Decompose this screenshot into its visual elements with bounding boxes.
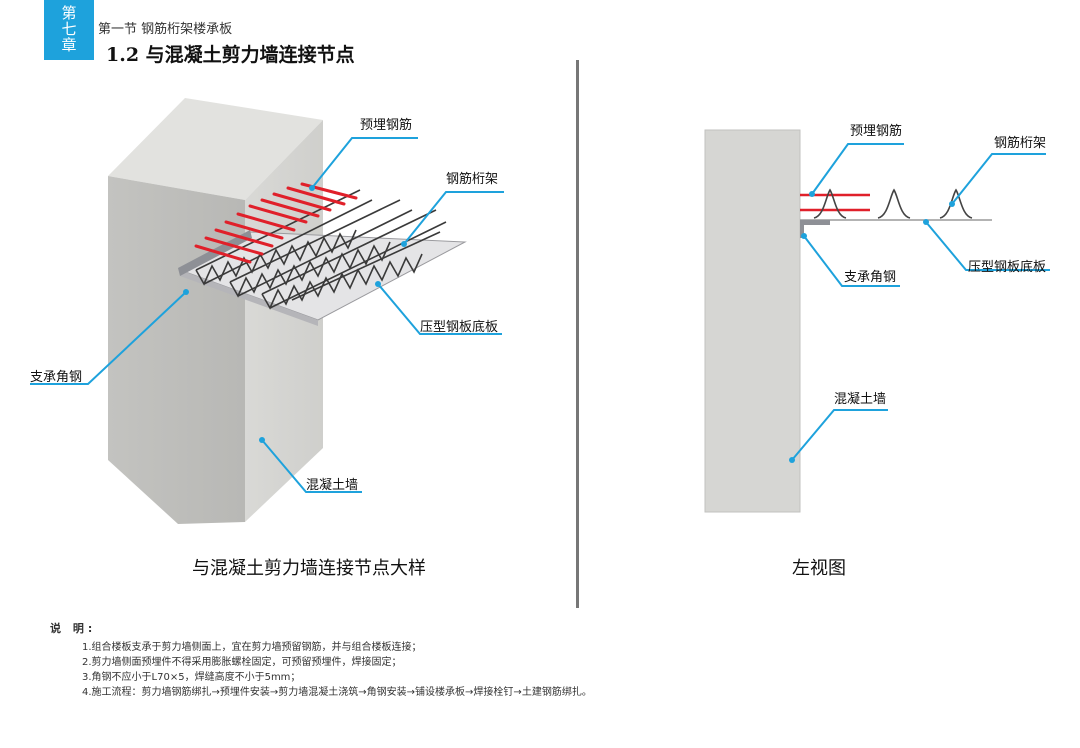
caption-right: 左视图 [792, 558, 846, 579]
left-leader-dots [183, 185, 407, 443]
deck-plate-edge [180, 270, 318, 326]
right-leader-dots [789, 191, 955, 463]
label-embedded-rebar-right: 预埋钢筋 [850, 124, 903, 139]
wall-left-face [108, 176, 245, 524]
notes-title: 说 明: [50, 622, 97, 635]
note-item-4: 4.施工流程：剪力墙钢筋绑扎→预埋件安装→剪力墙混凝土浇筑→角钢安装→铺设楼承板… [82, 687, 592, 698]
note-item-3: 3.角钢不应小于L70×5，焊缝高度不小于5mm； [82, 672, 301, 683]
wall-top-face [108, 98, 323, 200]
section-label: 第一节 钢筋桁架楼承板 [98, 22, 233, 37]
caption-left: 与混凝土剪力墙连接节点大样 [192, 558, 426, 579]
side-wall-outline [704, 129, 801, 513]
label-rebar-truss-right: 钢筋桁架 [994, 136, 1047, 151]
side-support-angle-leg [800, 220, 804, 238]
rebar-trusses [195, 189, 447, 310]
left-leaders [30, 137, 504, 493]
chapter-char-3: 章 [61, 36, 77, 54]
label-deck-plate-right: 压型钢板底板 [968, 260, 1047, 275]
view-divider [576, 60, 579, 608]
label-support-angle-right: 支承角钢 [844, 270, 897, 285]
label-support-angle-left: 支承角钢 [30, 370, 83, 385]
label-deck-plate-left: 压型钢板底板 [420, 320, 499, 335]
embedded-rebars [194, 182, 358, 264]
notes-section: 说 明: 1.组合楼板支承于剪力墙侧面上，宜在剪力墙预留钢筋，并与组合楼板连接；… [50, 620, 1050, 700]
label-rebar-truss-left: 钢筋桁架 [446, 172, 499, 187]
side-truss-profiles [813, 188, 973, 219]
chapter-badge: 第 七 章 [44, 0, 94, 60]
page-title: 1.2 与混凝土剪力墙连接节点 [106, 44, 355, 66]
label-concrete-wall-right: 混凝土墙 [834, 392, 887, 407]
chapter-char-2: 七 [61, 20, 77, 38]
note-item-1: 1.组合楼板支承于剪力墙侧面上，宜在剪力墙预留钢筋，并与组合楼板连接； [82, 642, 422, 653]
side-support-angle [800, 220, 830, 225]
note-item-2: 2.剪力墙侧面预埋件不得采用膨胀螺栓固定，可预留预埋件，焊接固定； [82, 657, 402, 668]
label-embedded-rebar-left: 预埋钢筋 [360, 118, 413, 133]
side-wall [705, 130, 800, 512]
chapter-char-1: 第 [61, 4, 77, 22]
right-leaders [791, 143, 1050, 461]
label-concrete-wall-left: 混凝土墙 [306, 478, 359, 493]
